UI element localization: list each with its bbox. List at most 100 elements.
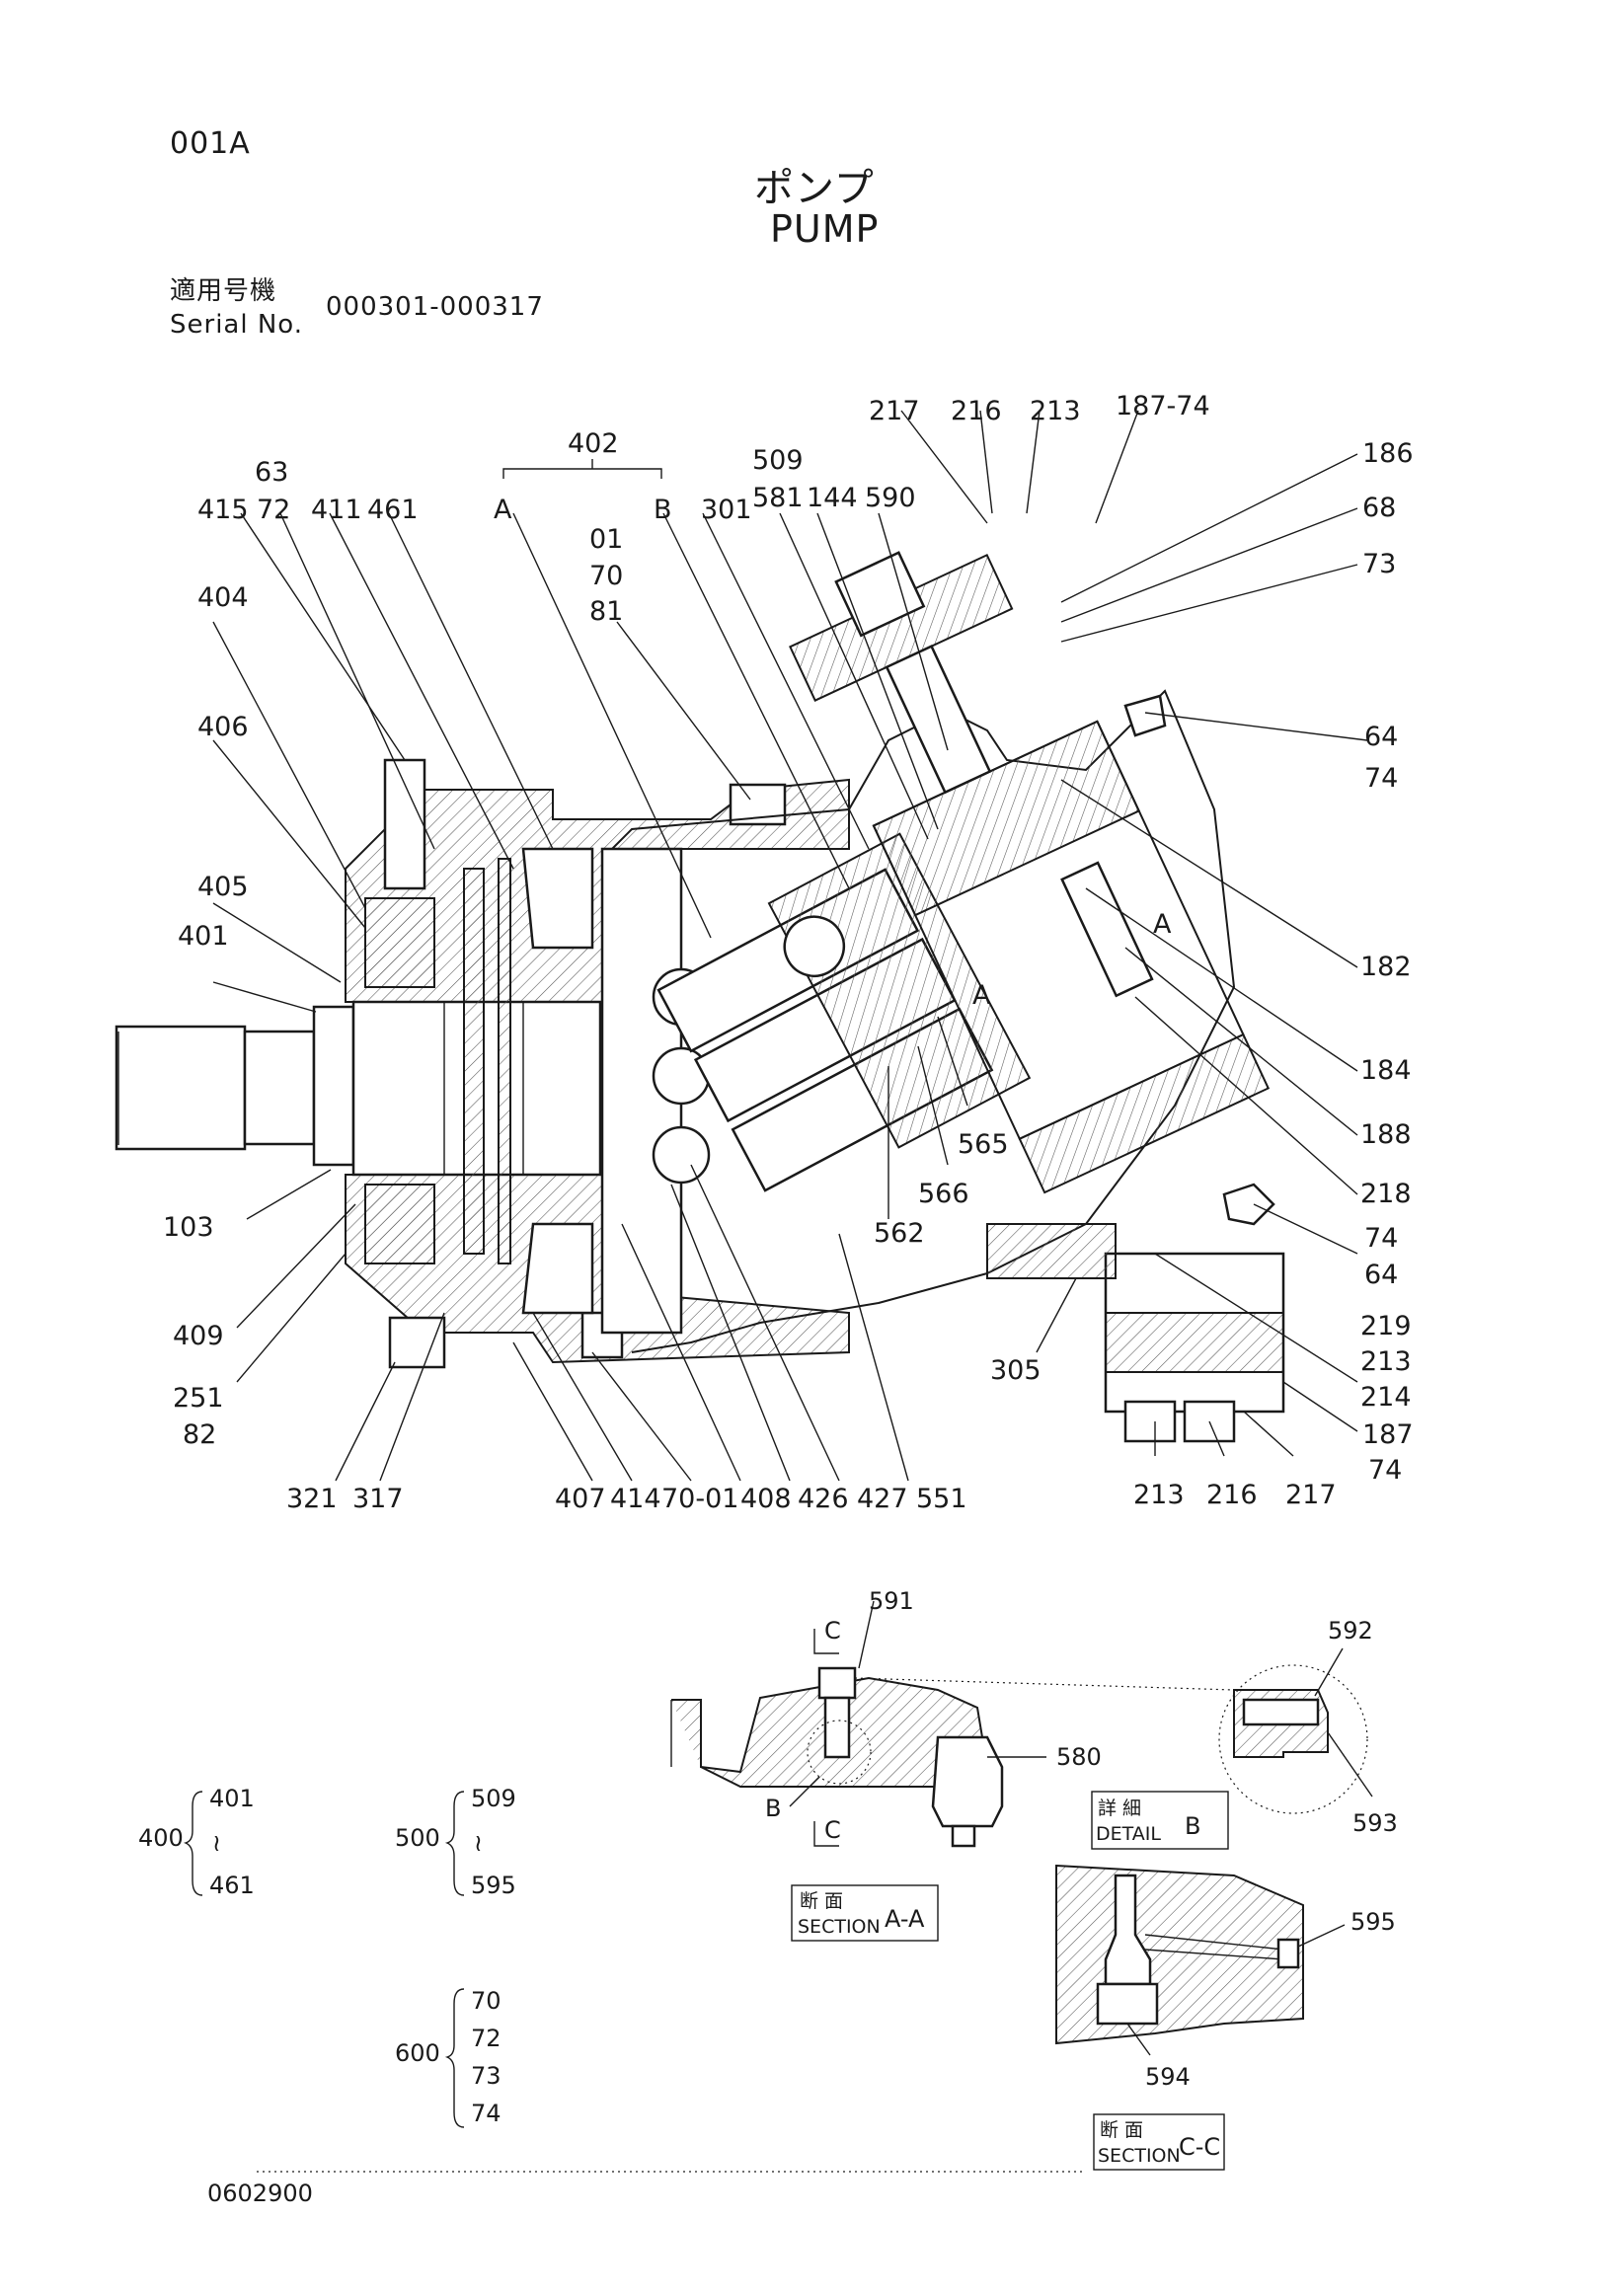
serial-label-english: Serial No. <box>170 310 303 340</box>
callout-404: 404 <box>197 582 249 613</box>
section-a-a-label-box <box>791 1884 939 1942</box>
pump-cross-section <box>115 551 1285 1443</box>
callout-317: 317 <box>352 1484 404 1514</box>
serial-label-japanese: 適用号機 <box>170 276 277 306</box>
detail-b-en: DETAIL <box>1096 1823 1161 1845</box>
spacer-plate <box>463 868 485 1255</box>
housing-outline <box>611 689 1236 1353</box>
part-592 <box>1242 1698 1320 1726</box>
callout-213-right: 213 <box>1360 1346 1412 1377</box>
callout-labels: 217 216 213 187-74 186 68 73 402 63 415 … <box>163 391 1414 1514</box>
callout-187-74: 187-74 <box>1116 391 1210 421</box>
callout-74-right: 74 <box>1368 1455 1402 1486</box>
callout-144: 144 <box>807 483 858 513</box>
section-c-c-id: C-C <box>1179 2133 1220 2161</box>
serial-number-range: 000301-000317 <box>326 292 544 322</box>
cylinder-block <box>656 832 1032 1192</box>
callout-216-bottom: 216 <box>1206 1480 1258 1510</box>
group-500-range: ≀ <box>474 1829 483 1857</box>
callout-405: 405 <box>197 872 249 902</box>
group-600: 600 70 72 73 74 <box>395 1987 501 2128</box>
leader-lines <box>212 410 1368 1482</box>
callout-C-lower: C <box>824 1816 841 1844</box>
title-english: PUMP <box>770 207 880 251</box>
group-400-last: 461 <box>209 1872 255 1899</box>
piston-ball-3 <box>652 1125 711 1185</box>
callout-402: 402 <box>568 428 619 459</box>
callout-592: 592 <box>1328 1617 1373 1645</box>
callout-406: 406 <box>197 712 249 742</box>
callout-188: 188 <box>1360 1119 1412 1150</box>
retainer-plate <box>498 858 511 1264</box>
callout-407: 407 <box>555 1484 606 1514</box>
section-a-a-view: 591 C C B 580 断 面 SECTION A-A <box>670 1587 1235 1942</box>
drive-shaft-end <box>115 1025 247 1151</box>
callout-103: 103 <box>163 1212 214 1243</box>
callout-73: 73 <box>1362 549 1396 579</box>
callout-74-upper: 74 <box>1364 763 1398 794</box>
callout-217-top: 217 <box>869 396 920 426</box>
callout-01: 01 <box>589 524 623 555</box>
callout-565: 565 <box>958 1129 1009 1160</box>
group-600-item: 74 <box>471 2100 501 2127</box>
group-400: 400 401 ≀ 461 <box>138 1785 255 1899</box>
group-600-item: 70 <box>471 1987 501 2015</box>
part-580-body <box>931 1735 1004 1828</box>
callout-213-bottom: 213 <box>1133 1480 1185 1510</box>
callout-426: 426 <box>798 1484 849 1514</box>
rear-bearing-upper <box>521 847 594 950</box>
callout-581: 581 <box>752 483 804 513</box>
group-500-last: 595 <box>471 1872 516 1899</box>
callout-C-upper: C <box>824 1617 841 1645</box>
callout-251: 251 <box>173 1383 224 1414</box>
callout-82: 82 <box>183 1419 216 1450</box>
callout-566: 566 <box>918 1179 969 1209</box>
drive-shaft-step <box>243 1030 316 1146</box>
callout-590: 590 <box>865 483 916 513</box>
callout-72: 72 <box>257 495 290 525</box>
callout-214: 214 <box>1360 1382 1412 1413</box>
callout-401: 401 <box>178 921 229 952</box>
callout-A-section: A <box>1153 909 1172 940</box>
callout-562: 562 <box>874 1218 925 1249</box>
callout-551: 551 <box>916 1484 967 1514</box>
section-c-c-en: SECTION <box>1098 2145 1181 2167</box>
part-591 <box>817 1666 857 1700</box>
detail-b-marker <box>807 1720 872 1785</box>
page-code: 001A <box>170 126 251 161</box>
callout-70: 70 <box>589 561 623 591</box>
callout-305: 305 <box>990 1355 1041 1386</box>
callout-187-right: 187 <box>1362 1419 1414 1450</box>
callout-427: 427 <box>857 1484 908 1514</box>
callout-63: 63 <box>255 457 288 488</box>
callout-411: 411 <box>311 495 362 525</box>
seal-housing <box>312 1005 355 1167</box>
section-c-c-label-box <box>1093 2113 1225 2171</box>
detail-b-jp: 詳 細 <box>1098 1798 1141 1819</box>
callout-408: 408 <box>740 1484 792 1514</box>
hex-plug-right <box>1222 1183 1275 1226</box>
callout-64-mid: 64 <box>1364 1260 1398 1290</box>
callout-591: 591 <box>869 1587 914 1615</box>
lower-bolt <box>388 1316 446 1369</box>
group-400-range: ≀ <box>212 1829 221 1857</box>
front-bearing-upper <box>364 897 435 988</box>
feedback-pin <box>986 1223 1117 1279</box>
group-500: 500 509 ≀ 595 <box>395 1785 516 1899</box>
callout-509: 509 <box>752 445 804 476</box>
group-600-item: 73 <box>471 2062 501 2090</box>
callout-594: 594 <box>1145 2063 1191 2091</box>
callout-415: 415 <box>197 495 249 525</box>
callout-68: 68 <box>1362 493 1396 523</box>
group-500-name: 500 <box>395 1824 440 1852</box>
callout-593: 593 <box>1352 1809 1398 1837</box>
regulator-cover <box>1105 1312 1284 1373</box>
valve-block <box>789 551 1271 1194</box>
hex-plug-upper <box>1123 694 1167 737</box>
part-595 <box>1276 1938 1300 1969</box>
callout-B-marker: B <box>765 1795 781 1822</box>
part-594 <box>1096 1982 1159 2026</box>
callout-74-mid: 74 <box>1364 1223 1398 1254</box>
group-600-name: 600 <box>395 2039 440 2067</box>
